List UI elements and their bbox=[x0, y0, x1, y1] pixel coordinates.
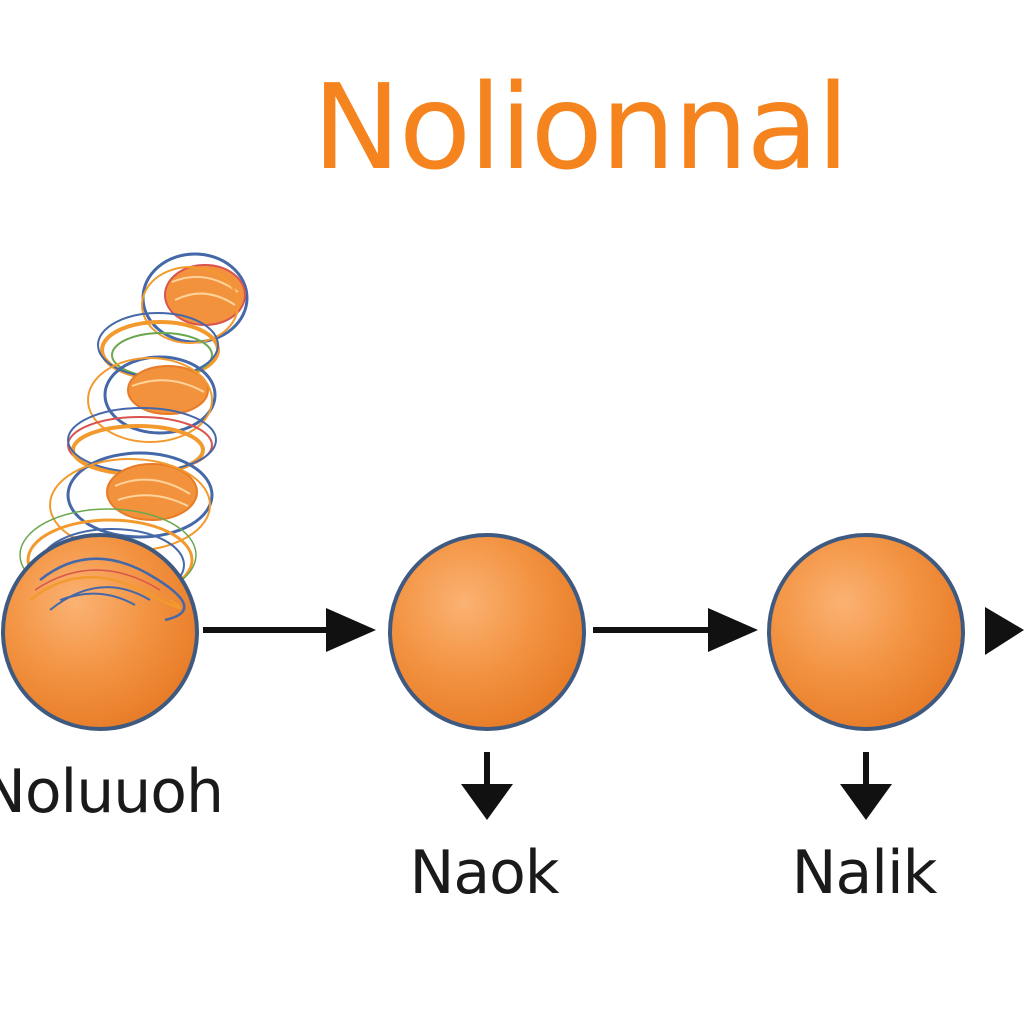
node-3-label: Nalik bbox=[792, 838, 938, 908]
arrow-right-icon bbox=[985, 607, 1024, 655]
arrow-down-icon bbox=[840, 752, 892, 820]
arrow-down-icon bbox=[461, 752, 513, 820]
arrow-right-icon bbox=[593, 608, 758, 652]
arrow-right-icon bbox=[203, 608, 376, 652]
node-1-label: Noluuoh bbox=[0, 757, 223, 827]
chromatin-coil-icon bbox=[19, 252, 249, 602]
node-2-label: Naok bbox=[409, 838, 559, 908]
node-2 bbox=[388, 533, 586, 731]
node-3 bbox=[767, 533, 965, 731]
node-1 bbox=[1, 533, 199, 731]
diagram-title: Nolionnal bbox=[313, 58, 848, 196]
